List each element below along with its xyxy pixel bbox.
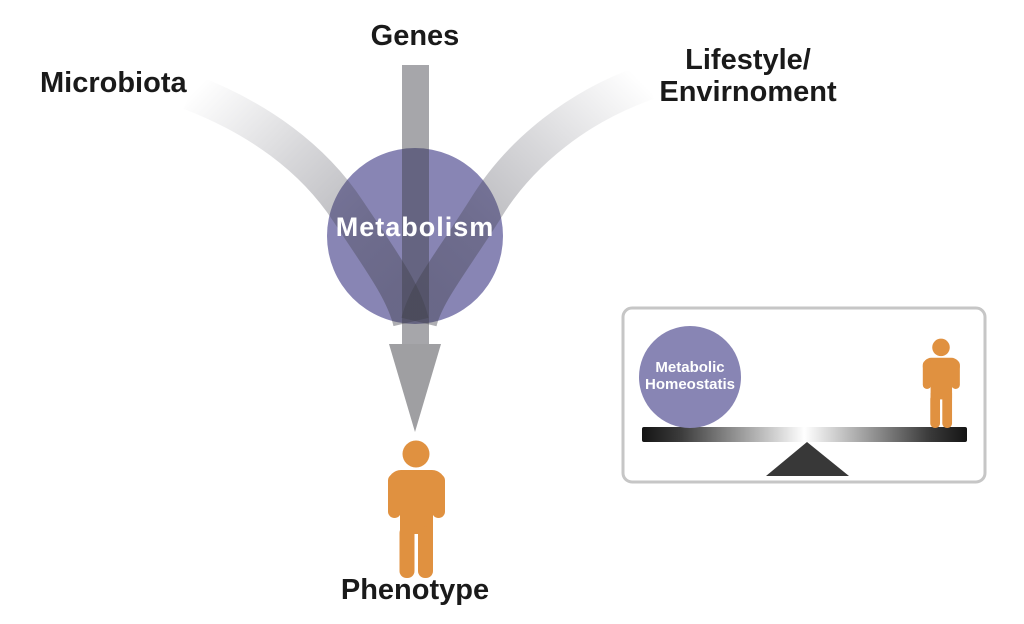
lifestyle-environment-label: Lifestyle/ Envirnoment xyxy=(640,44,856,108)
metabolism-label: Metabolism xyxy=(335,212,495,242)
metabolic-homeostasis-label: Metabolic Homeostatis xyxy=(628,359,752,393)
phenotype-label: Phenotype xyxy=(340,574,490,606)
microbiota-label: Microbiota xyxy=(40,67,187,99)
balance-beam xyxy=(642,427,967,442)
balance-fulcrum xyxy=(766,442,849,476)
balance-inset xyxy=(621,306,987,484)
lifestyle-label-line2: Envirnoment xyxy=(659,76,837,108)
microbiota-band-arrow xyxy=(183,75,429,327)
metabolic-homeostasis-circle xyxy=(639,326,741,428)
metabolism-arrowhead xyxy=(389,344,441,432)
homeostasis-label-line2: Homeostatis xyxy=(644,376,736,393)
phenotype-person-icon xyxy=(388,440,445,578)
lifestyle-band-arrow xyxy=(401,64,654,327)
lifestyle-label-line1: Lifestyle/ xyxy=(685,44,811,76)
genes-label: Genes xyxy=(370,20,460,52)
homeostasis-label-line1: Metabolic xyxy=(655,359,725,376)
balance-person-icon xyxy=(922,338,960,429)
